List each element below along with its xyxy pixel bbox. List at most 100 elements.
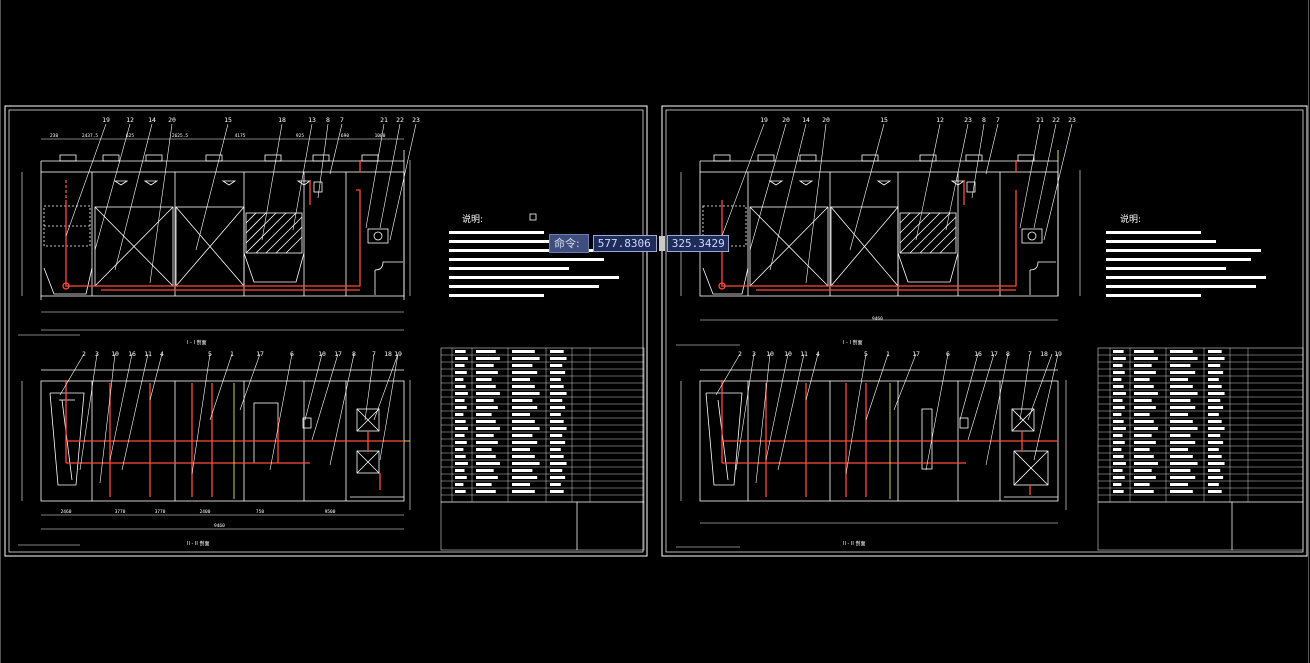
callout-number: 18 (1040, 350, 1048, 358)
table-cell-text (550, 448, 561, 451)
table-cell-text (1170, 434, 1191, 437)
table-cell-text (476, 434, 494, 437)
table-cell-text (455, 406, 467, 409)
table-cell-text (455, 364, 465, 367)
table-cell-text (1170, 441, 1196, 444)
table-cell-text (512, 350, 535, 353)
table-cell-text (550, 441, 566, 444)
table-cell-text (1208, 427, 1225, 430)
table-cell-text (1208, 469, 1221, 472)
table-cell-text (512, 427, 540, 430)
dimension-text: 1000 (375, 133, 386, 139)
callout-number: 7 (340, 116, 344, 124)
callout-number: 17 (990, 350, 998, 358)
table-cell-text (550, 434, 563, 437)
table-cell-text (1170, 448, 1188, 451)
dimension-text: 4175 (235, 133, 246, 139)
field-separator (658, 236, 665, 251)
section-title-left-bottom: II - II 剖面 (187, 540, 209, 547)
table-cell-text (1170, 378, 1188, 381)
table-cell-text (1208, 413, 1219, 416)
callout-number: 21 (380, 116, 388, 124)
command-input-tooltip[interactable]: 命令: 577.8306 325.3429 (549, 234, 729, 253)
table-cell-text (1113, 371, 1125, 374)
table-cell-text (1170, 392, 1198, 395)
callout-number: 2 (738, 350, 742, 358)
table-cell-text (476, 392, 500, 395)
table-cell-text (455, 392, 468, 395)
table-cell-text (1134, 427, 1158, 430)
table-cell-text (1134, 350, 1154, 353)
table-cell-text (1113, 413, 1122, 416)
table-cell-text (1113, 490, 1124, 493)
dimension-lines-left-top (18, 138, 411, 336)
table-cell-text (1208, 434, 1221, 437)
table-cell-text (1134, 406, 1156, 409)
callout-number: 7 (996, 116, 1000, 124)
table-cell-text (550, 364, 563, 367)
drawing-sheet-left (4, 105, 648, 557)
table-cell-text (476, 371, 498, 374)
table-cell-text (512, 371, 538, 374)
table-cell-text (1208, 483, 1219, 486)
table-cell-text (550, 469, 563, 472)
table-cell-text (1113, 455, 1124, 458)
table-cell-text (455, 350, 466, 353)
table-cell-text (1170, 406, 1196, 409)
coordinate-y-field[interactable]: 325.3429 (666, 235, 729, 252)
table-cell-text (1208, 462, 1225, 465)
table-cell-text (512, 483, 530, 486)
table-cell-text (512, 448, 530, 451)
table-cell-text (550, 420, 564, 423)
table-cell-text (1134, 371, 1156, 374)
table-cell-text (1134, 413, 1150, 416)
table-cell-text (1134, 476, 1156, 479)
table-cell-text (1113, 448, 1122, 451)
coordinate-x-field[interactable]: 577.8306 (592, 235, 657, 252)
table-cell-text (455, 469, 465, 472)
table-cell-text (550, 357, 567, 360)
table-cell-text (550, 378, 561, 381)
dimension-text: 2400 (200, 509, 211, 515)
table-cell-text (1208, 364, 1221, 367)
section-title-right-top: I - I 剖面 (843, 339, 863, 346)
table-cell-text (1170, 483, 1188, 486)
elevation-view-right (699, 150, 1059, 297)
table-cell-text (512, 434, 533, 437)
table-cell-text (1208, 392, 1225, 395)
table-cell-text (476, 385, 496, 388)
table-cell-text (1208, 385, 1222, 388)
table-cell-text (512, 490, 535, 493)
callout-number: 14 (802, 116, 810, 124)
table-cell-text (550, 483, 561, 486)
table-cell-text (455, 357, 468, 360)
dimension-total-left: 9460 (214, 523, 225, 529)
elevation-view-left (40, 150, 405, 300)
table-cell-text (1113, 378, 1122, 381)
parts-table-right (1097, 347, 1304, 551)
callout-number: 23 (964, 116, 972, 124)
callout-number: 16 (974, 350, 982, 358)
table-cell-text (476, 427, 500, 430)
table-cell-text (455, 462, 468, 465)
callout-number: 20 (168, 116, 176, 124)
callout-number: 10 (111, 350, 119, 358)
table-cell-text (455, 483, 464, 486)
callout-number: 18 (278, 116, 286, 124)
table-cell-text (1170, 490, 1193, 493)
table-cell-text (512, 399, 533, 402)
dimension-text: 750 (256, 509, 264, 515)
notes-block-right (1106, 231, 1266, 297)
table-cell-text (1170, 413, 1188, 416)
table-cell-text (1113, 364, 1123, 367)
table-cell-text (1134, 455, 1154, 458)
table-cell-text (512, 476, 538, 479)
callout-number: 17 (912, 350, 920, 358)
table-cell-text (455, 427, 468, 430)
table-cell-text (1208, 399, 1221, 402)
table-cell-text (476, 413, 492, 416)
callout-leaders-left-top (65, 123, 417, 284)
callout-number: 4 (816, 350, 820, 358)
callout-number: 19 (102, 116, 110, 124)
